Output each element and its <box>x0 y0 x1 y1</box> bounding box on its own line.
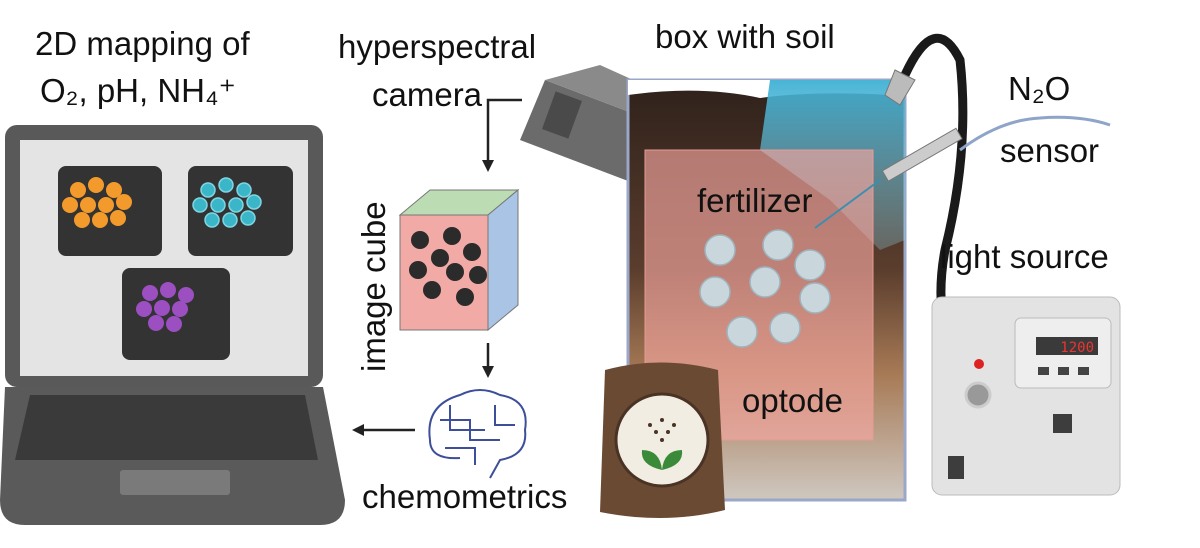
brain-circuit-icon <box>428 389 527 479</box>
orange-dots <box>62 177 132 228</box>
dot <box>246 194 262 210</box>
dot <box>70 182 86 198</box>
light-source-label: light source <box>940 238 1109 275</box>
dot <box>222 212 238 228</box>
fertilizer-label: fertilizer <box>697 182 813 219</box>
dot <box>463 243 481 261</box>
dot <box>423 281 441 299</box>
fertilizer-bag <box>600 362 725 519</box>
power-switch[interactable] <box>948 456 964 479</box>
dot <box>409 261 427 279</box>
n2o-sensor-probe <box>814 115 1111 229</box>
dot <box>236 182 252 198</box>
dot <box>699 276 731 308</box>
dot <box>62 197 78 213</box>
dot <box>74 212 90 228</box>
optode-beads <box>699 229 831 348</box>
sensor-label: sensor <box>1000 132 1099 169</box>
dot <box>160 282 176 298</box>
dot <box>794 249 826 281</box>
display-readout: 1200 <box>1060 340 1094 356</box>
arrow-to-cube-icon <box>482 98 522 172</box>
dot <box>92 212 108 228</box>
dot <box>178 287 194 303</box>
trackpad <box>120 470 230 495</box>
keyboard <box>15 395 318 460</box>
mapping-label-line2: O₂, pH, NH₄⁺ <box>40 72 236 109</box>
dot <box>762 229 794 261</box>
dot <box>166 316 182 332</box>
dot <box>154 300 170 316</box>
dot <box>704 234 736 266</box>
dot <box>469 266 487 284</box>
laptop <box>0 125 345 525</box>
arrow-to-brain-icon <box>482 343 494 378</box>
dot <box>240 210 256 226</box>
dot <box>749 266 781 298</box>
mapping-label-line1: 2D mapping of <box>35 25 250 62</box>
dot <box>88 177 104 193</box>
light-source-device: 1200 <box>931 296 1121 496</box>
cube-dots <box>409 227 487 306</box>
dot <box>218 177 234 193</box>
dot <box>431 249 449 267</box>
dot <box>106 182 122 198</box>
hyperspectral-label: hyperspectral <box>338 28 536 65</box>
dot <box>136 301 152 317</box>
device-button-3[interactable] <box>1078 367 1089 375</box>
optode-label: optode <box>742 382 843 419</box>
n2o-label: N₂O <box>1008 70 1070 107</box>
device-button-2[interactable] <box>1058 367 1069 375</box>
dot <box>210 197 226 213</box>
dot <box>443 227 461 245</box>
device-button-1[interactable] <box>1038 367 1049 375</box>
image-cube <box>398 188 520 332</box>
display <box>1036 337 1098 355</box>
dot <box>446 263 464 281</box>
dot <box>228 197 244 213</box>
dot <box>799 282 831 314</box>
power-button[interactable] <box>1053 414 1072 433</box>
dot <box>726 316 758 348</box>
dot <box>116 194 132 210</box>
camera-label: camera <box>372 76 483 113</box>
dot <box>456 288 474 306</box>
indicator-led <box>974 359 984 369</box>
dot <box>98 197 114 213</box>
image-cube-label: image cube <box>355 201 392 372</box>
dot <box>769 312 801 344</box>
dot <box>411 231 429 249</box>
dot <box>142 285 158 301</box>
box-with-soil-label: box with soil <box>655 18 835 55</box>
dot <box>204 212 220 228</box>
purple-dots <box>136 282 194 332</box>
dot <box>80 197 96 213</box>
dot <box>172 301 188 317</box>
dot <box>192 197 208 213</box>
chemometrics-label: chemometrics <box>362 478 567 515</box>
teal-dots <box>192 177 262 228</box>
dot <box>200 182 216 198</box>
dot <box>148 315 164 331</box>
dot <box>110 210 126 226</box>
arrow-to-laptop-icon <box>352 424 415 436</box>
